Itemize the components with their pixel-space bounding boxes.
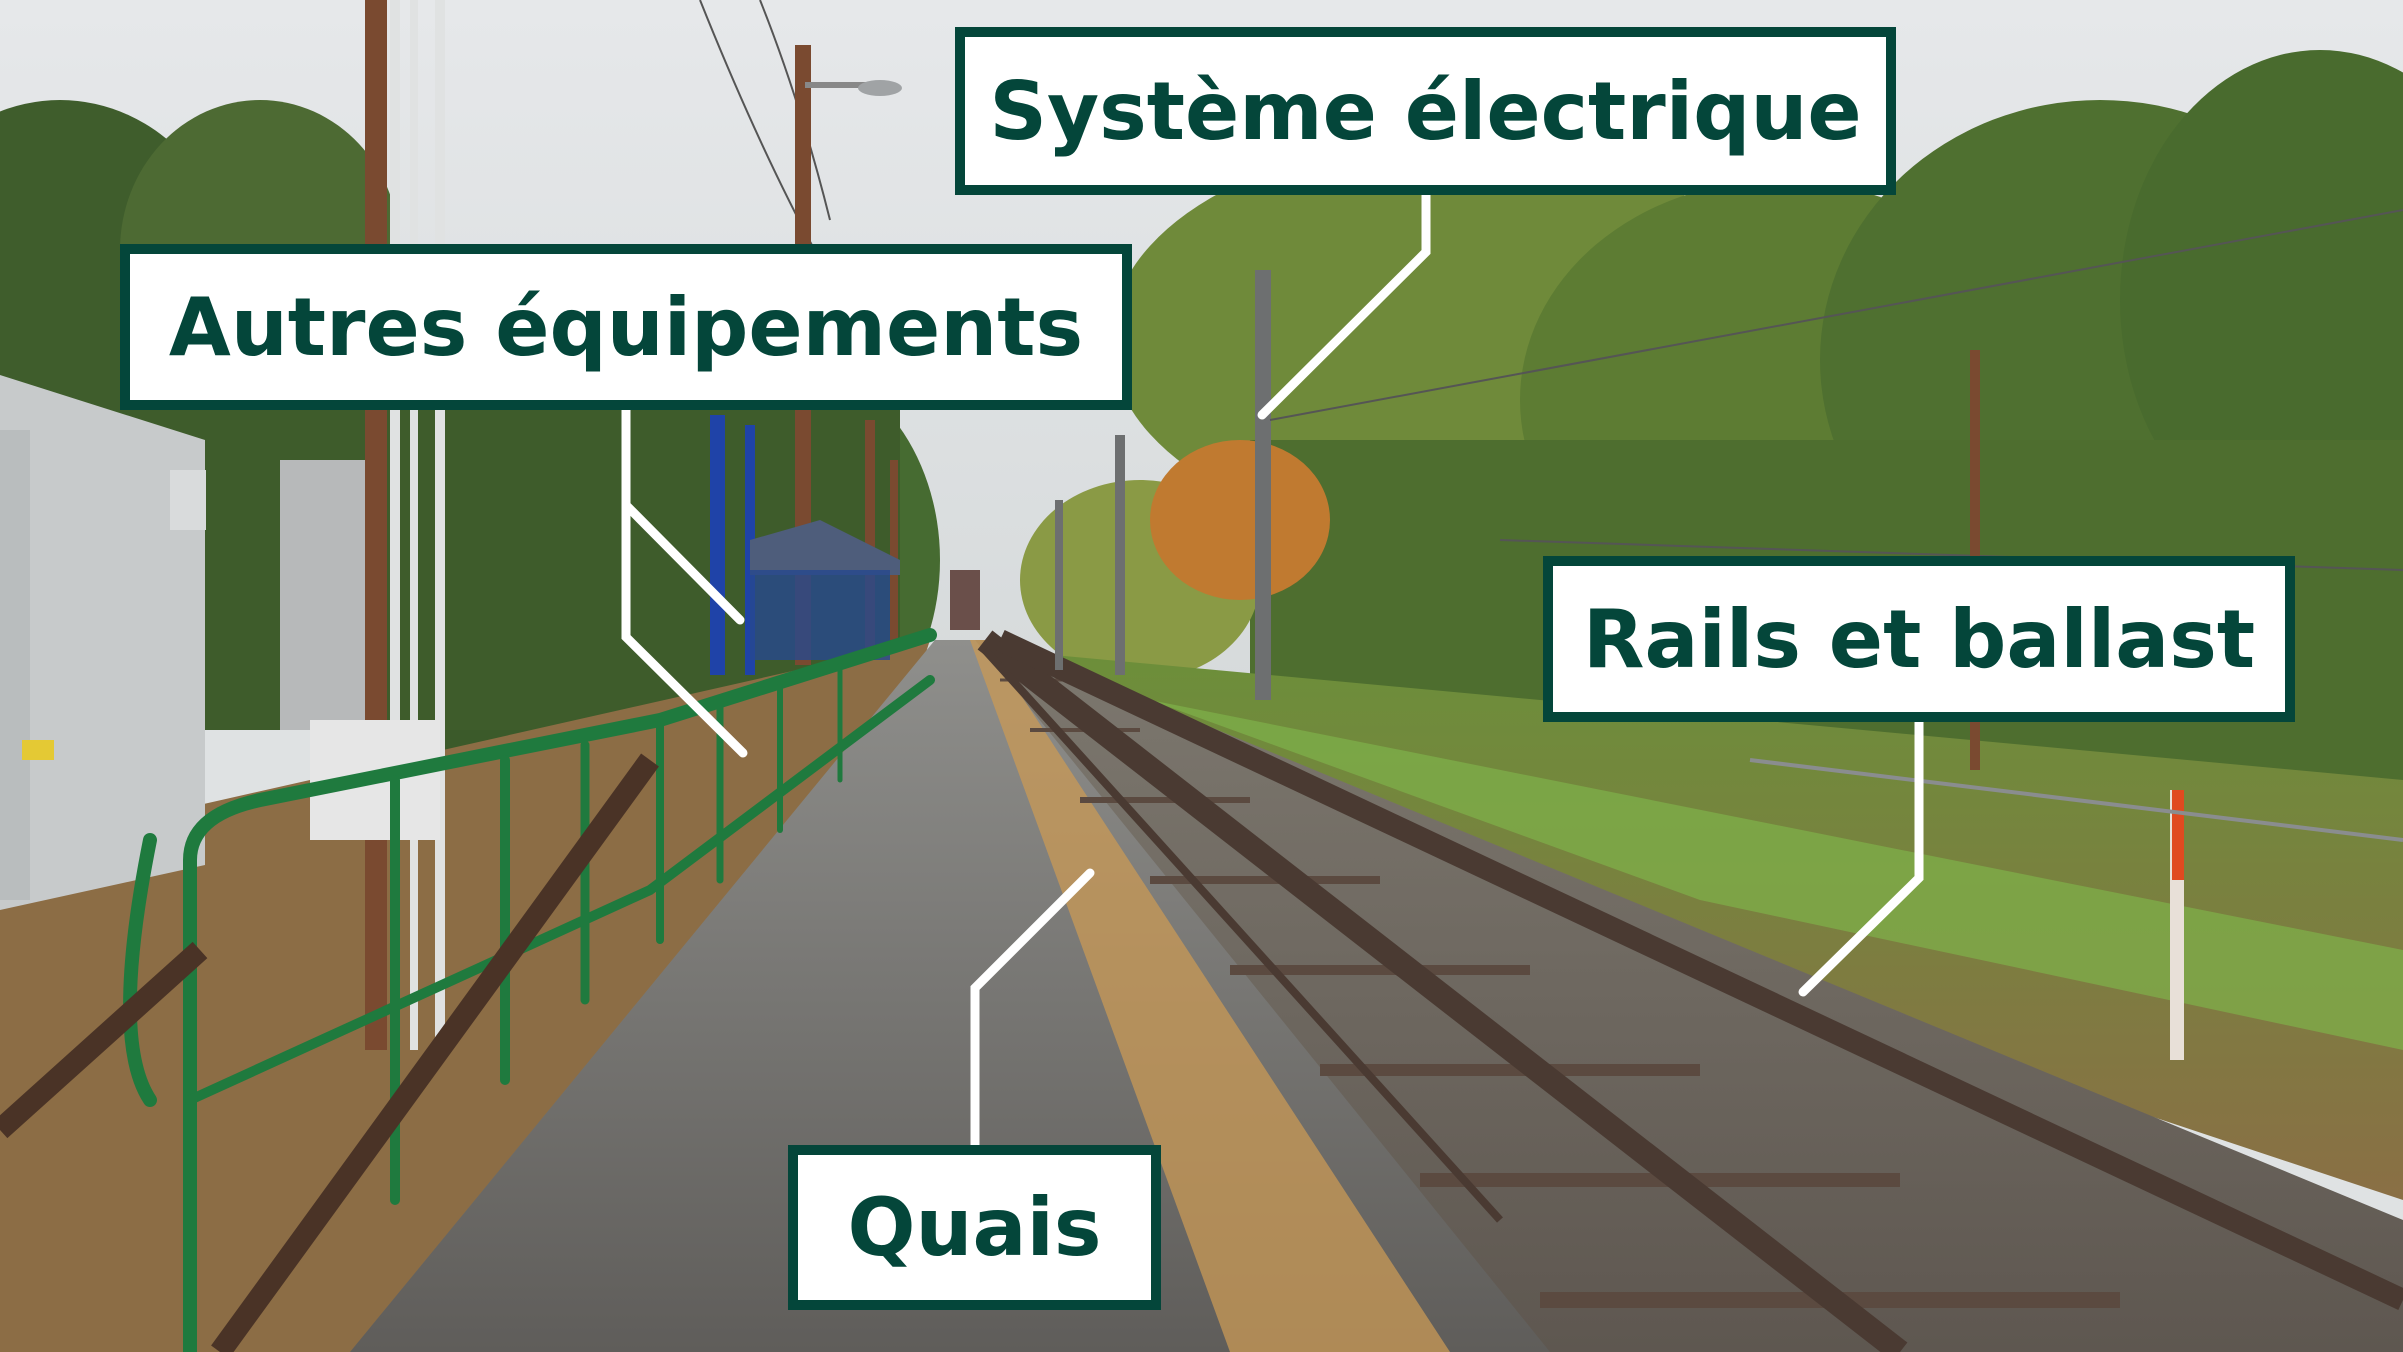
label-systeme-electrique: Système électrique bbox=[955, 27, 1896, 195]
wooden-braces bbox=[0, 753, 659, 1352]
label-quais: Quais bbox=[788, 1145, 1161, 1310]
label-systeme-electrique-text: Système électrique bbox=[989, 64, 1862, 158]
rails bbox=[977, 630, 2403, 1352]
label-rails-et-ballast-text: Rails et ballast bbox=[1582, 592, 2256, 686]
green-railing bbox=[123, 628, 937, 1352]
label-autres-equipements-text: Autres équipements bbox=[168, 280, 1084, 374]
electrical-cabinet bbox=[280, 460, 365, 730]
conduits bbox=[390, 0, 445, 1050]
label-autres-equipements: Autres équipements bbox=[120, 244, 1132, 410]
label-rails-et-ballast: Rails et ballast bbox=[1543, 556, 2295, 722]
platform-yellow-edge bbox=[970, 640, 1450, 1352]
equipment-shelter bbox=[0, 375, 206, 910]
distant-bridge bbox=[950, 570, 980, 630]
label-quais-text: Quais bbox=[847, 1181, 1102, 1274]
